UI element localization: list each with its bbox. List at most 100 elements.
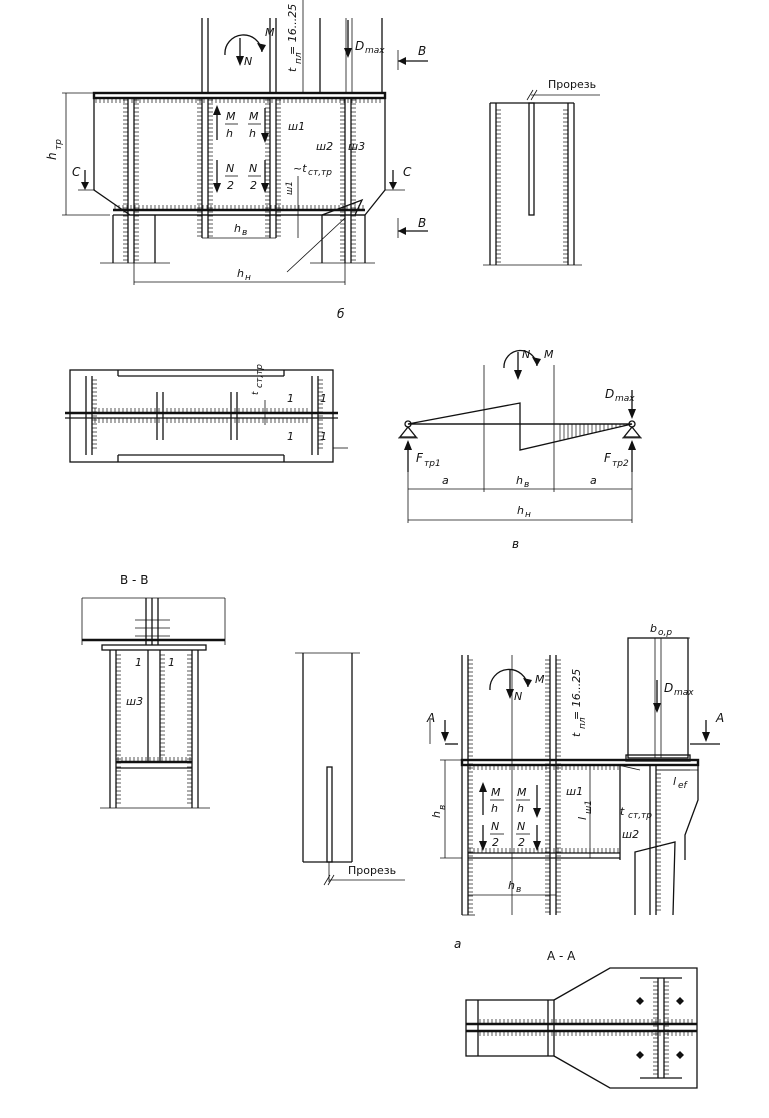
caption-v: в [512, 537, 519, 551]
force-n-top: N [244, 55, 252, 68]
d-max-label: D [355, 39, 364, 53]
plan-view-traverse: 1 1 1 1 t ст,тр [65, 364, 348, 463]
dim-hn-v-sub: н [525, 510, 531, 520]
section-bb: B - B 1 1 ш3 [81, 573, 226, 809]
section-aa: A - A [465, 949, 698, 1089]
a-hv-horiz-sub: в [516, 885, 521, 895]
f-tr2-sub: тр2 [612, 459, 629, 469]
t-pl-sub: пл [294, 52, 304, 64]
plan-t-st-sub: ст,тр [255, 364, 265, 388]
d-max-v-sub: max [615, 394, 635, 404]
section-a-right: A [715, 711, 724, 725]
d-max-a-sub: max [674, 688, 694, 698]
l-ef: l [673, 775, 676, 788]
a-sh2: ш2 [622, 828, 639, 841]
a-frac-m-left: M [491, 786, 501, 799]
a-hv-vert: h [430, 811, 443, 818]
l-sh1-b: ш1 [285, 181, 295, 195]
dim-hv-b-sub: в [242, 228, 247, 238]
section-bb-title: B - B [120, 573, 148, 587]
frac-2-left: 2 [227, 179, 234, 192]
frac-n-left: N [226, 162, 234, 175]
a-frac-2-right: 2 [518, 836, 525, 849]
section-c-left: C [72, 165, 81, 179]
a-t-st-sub: ст,тр [628, 811, 652, 821]
n-v: N [522, 348, 530, 361]
frac-2-right: 2 [250, 179, 257, 192]
frac-n-right: N [249, 162, 257, 175]
dim-hn-b-sub: н [245, 273, 251, 283]
dim-h-tr: h [45, 152, 59, 160]
n-a: N [514, 690, 522, 703]
weld-sh3: ш3 [348, 140, 365, 153]
figure-v-diagram: F тр1 F тр2 D max N M a h в a h н в [398, 348, 642, 551]
frac-hv-left: h [226, 127, 233, 140]
a-frac-2-left: 2 [492, 836, 499, 849]
caption-a: а [454, 937, 461, 951]
dim-hv-v: h [516, 474, 523, 487]
slot-detail-top: Прорезь [483, 78, 600, 266]
a-l-sh-sub: ш1 [584, 800, 594, 814]
plan-t-st: t [251, 391, 261, 395]
l-ef-sub: ef [678, 781, 689, 791]
dim-a-left: a [442, 474, 449, 487]
frac-hv-right: h [249, 127, 256, 140]
section-aa-title: A - A [547, 949, 576, 963]
plan-1d: 1 [320, 430, 327, 443]
t-pl-a-val: = 16...25 [570, 669, 583, 720]
frac-m-left: M [226, 110, 236, 123]
dim-hv-v-sub: в [524, 480, 529, 490]
section-a-left: A [426, 711, 435, 725]
dim-a-right: a [590, 474, 597, 487]
d-max-v: D [605, 387, 614, 401]
dim-hv-b: h [234, 222, 241, 235]
f-tr2: F [604, 451, 612, 465]
section-b-top: B [418, 44, 426, 58]
a-frac-n-left: N [491, 820, 499, 833]
d-max-sub: max [365, 46, 385, 56]
moment-m-top: M [265, 26, 275, 39]
f-tr1-sub: тр1 [424, 459, 441, 469]
bb-1-right: 1 [168, 656, 175, 669]
a-l-sh: l [576, 817, 589, 820]
weld-ticks [92, 98, 693, 1075]
m-a: M [535, 673, 545, 686]
anchor-bolts [636, 997, 684, 1059]
caption-b: б [337, 307, 345, 321]
dim-hn-v: h [517, 504, 524, 517]
prorez-top: Прорезь [548, 78, 596, 91]
bb-1-left: 1 [135, 656, 142, 669]
bb-sh3: ш3 [126, 695, 143, 708]
f-tr1: F [416, 451, 424, 465]
a-frac-hv-left: h [491, 802, 498, 815]
plan-1c: 1 [287, 430, 294, 443]
figure-b-elevation: h тр C C B B N M t пл = 16...25 D max M … [45, 0, 428, 321]
t-pl-a-sub: пл [578, 717, 588, 729]
figure-a-elevation: A A N M t пл = 16...25 b о,р D max l ef … [426, 622, 724, 951]
weld-sh2: ш2 [316, 140, 333, 153]
prorez-middle: Прорезь [348, 864, 396, 877]
dim-h-tr-sub: тр [54, 139, 64, 150]
t-pl-value: = 16...25 [286, 4, 299, 55]
slot-detail-middle: Прорезь [295, 652, 405, 886]
weld-sh1: ш1 [288, 120, 305, 133]
a-frac-hv-right: h [517, 802, 524, 815]
a-frac-m-right: M [517, 786, 527, 799]
section-b-bottom: B [418, 216, 426, 230]
frac-m-right: M [249, 110, 259, 123]
a-hv-vert-sub: в [438, 805, 448, 810]
a-hv-horiz: h [508, 879, 515, 892]
section-c-right: C [403, 165, 412, 179]
b-op-sub: о,р [658, 628, 672, 638]
plan-1a: 1 [287, 392, 294, 405]
moment-diagram-left [407, 402, 521, 425]
plan-1b: 1 [320, 392, 327, 405]
dim-hn-b: h [237, 267, 244, 280]
t-pl-a: t [570, 732, 583, 737]
t-pl-label: t [286, 67, 299, 72]
t-st-tr-label: ~t [293, 162, 307, 175]
m-v: M [544, 348, 554, 361]
a-sh1: ш1 [566, 785, 583, 798]
d-max-a: D [664, 681, 673, 695]
